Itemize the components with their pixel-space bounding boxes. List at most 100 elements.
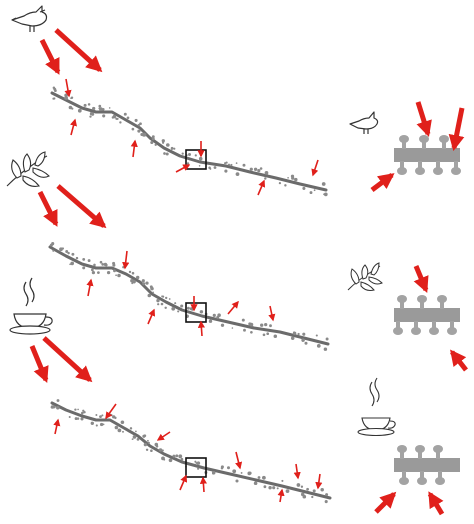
- strand-particle: [122, 430, 124, 433]
- strand-particle: [77, 408, 79, 411]
- small-arrow: [227, 300, 239, 315]
- stimulus-arrow: [29, 345, 49, 383]
- strand-particle: [147, 293, 152, 298]
- strand-particle: [313, 189, 316, 192]
- strand-particle: [220, 323, 225, 327]
- strand-particle: [114, 425, 119, 430]
- strand-particle: [112, 114, 117, 119]
- strand-particle: [199, 310, 204, 314]
- stimulus-arrow: [37, 190, 59, 227]
- strand-particle: [142, 133, 146, 137]
- strand-particle: [110, 413, 113, 417]
- strand-particle: [235, 172, 240, 176]
- stimulus-arrow: [42, 336, 93, 383]
- strand-particle: [135, 430, 137, 433]
- strand-particle: [264, 322, 268, 327]
- molecule-strand: [50, 86, 328, 197]
- small-arrow: [257, 179, 266, 196]
- strand-particle: [99, 260, 103, 264]
- strand-particle: [91, 270, 96, 275]
- zoom-bar-body: [394, 458, 460, 472]
- zoom-knob: [397, 445, 407, 453]
- zoom-knob: [415, 167, 425, 175]
- strand-particle: [150, 449, 153, 452]
- strand-particle: [70, 97, 72, 100]
- strand-particle: [311, 495, 314, 499]
- zoom-stub: [418, 161, 422, 169]
- strand-particle: [136, 438, 140, 441]
- small-arrow: [179, 474, 188, 491]
- strand-particle: [123, 112, 127, 116]
- strand-particle: [166, 143, 170, 147]
- zoom-knob: [399, 477, 409, 485]
- stimulus-arrow: [448, 107, 465, 152]
- bird-icon: [349, 111, 379, 134]
- strand-particle: [99, 422, 104, 427]
- strand-particle: [264, 171, 269, 175]
- strand-particle: [151, 137, 155, 141]
- strand-particle: [87, 259, 91, 263]
- zoom-stub: [436, 451, 440, 459]
- strand-particle: [155, 445, 159, 448]
- strand-particle: [240, 471, 243, 474]
- strand-particle: [198, 165, 201, 167]
- zoom-stub: [400, 301, 404, 309]
- zoom-box: [185, 149, 207, 170]
- strand-particle: [173, 147, 176, 150]
- zoom-stub: [400, 161, 404, 169]
- strand-particle: [269, 324, 272, 328]
- strand-particle: [115, 117, 118, 121]
- strand-particle: [156, 298, 160, 303]
- strand-particle: [216, 315, 220, 319]
- zoom-stub: [436, 161, 440, 169]
- strand-particle: [272, 486, 276, 490]
- strand-particle: [264, 177, 267, 180]
- strand-particle: [106, 270, 111, 275]
- strand-particle: [301, 340, 304, 342]
- zoom-knob: [397, 167, 407, 175]
- strand-particle: [99, 107, 103, 111]
- strand-particle: [312, 489, 316, 493]
- strand-particle: [154, 143, 157, 146]
- molecule-strand: [50, 399, 332, 504]
- zoom-stub: [422, 141, 426, 149]
- strand-particle: [142, 434, 146, 438]
- strand-particle: [232, 469, 237, 474]
- zoom-stub: [432, 321, 436, 329]
- strand-particle: [120, 420, 125, 425]
- zoom-box: [185, 302, 207, 323]
- strand-particle: [198, 156, 203, 161]
- zoom-knob: [415, 445, 425, 453]
- strand-particle: [65, 250, 69, 253]
- strand-particle: [260, 323, 264, 327]
- strand-particle: [112, 415, 116, 419]
- strand-particle: [95, 424, 98, 427]
- small-arrow: [156, 431, 171, 441]
- strand-particle: [147, 441, 150, 445]
- strand-particle: [230, 163, 233, 167]
- zoom-knob: [419, 135, 429, 143]
- strand-particle: [291, 176, 295, 180]
- strand-particle: [194, 154, 197, 157]
- strand-particle: [161, 295, 165, 298]
- small-arrow: [235, 451, 243, 470]
- strand-particle: [59, 247, 63, 252]
- strand-particle: [93, 263, 96, 267]
- stimulus-arrow: [56, 184, 107, 229]
- stimulus-arrow: [39, 38, 61, 75]
- strand-particle: [293, 331, 296, 334]
- strand-particle: [181, 152, 184, 155]
- small-arrow: [122, 250, 130, 270]
- strand-particle: [257, 169, 261, 173]
- strand-particle: [306, 487, 309, 491]
- strand-particle: [52, 249, 55, 252]
- zoom-knob: [447, 327, 457, 335]
- strand-particle: [323, 192, 328, 197]
- strand-particle: [95, 414, 98, 416]
- small-arrow: [199, 476, 208, 493]
- small-arrow: [277, 488, 285, 503]
- zoom-detail-leaf: [347, 262, 468, 372]
- strand-particle: [262, 333, 266, 337]
- zoom-bar: [394, 445, 460, 485]
- strand-particle: [102, 423, 105, 426]
